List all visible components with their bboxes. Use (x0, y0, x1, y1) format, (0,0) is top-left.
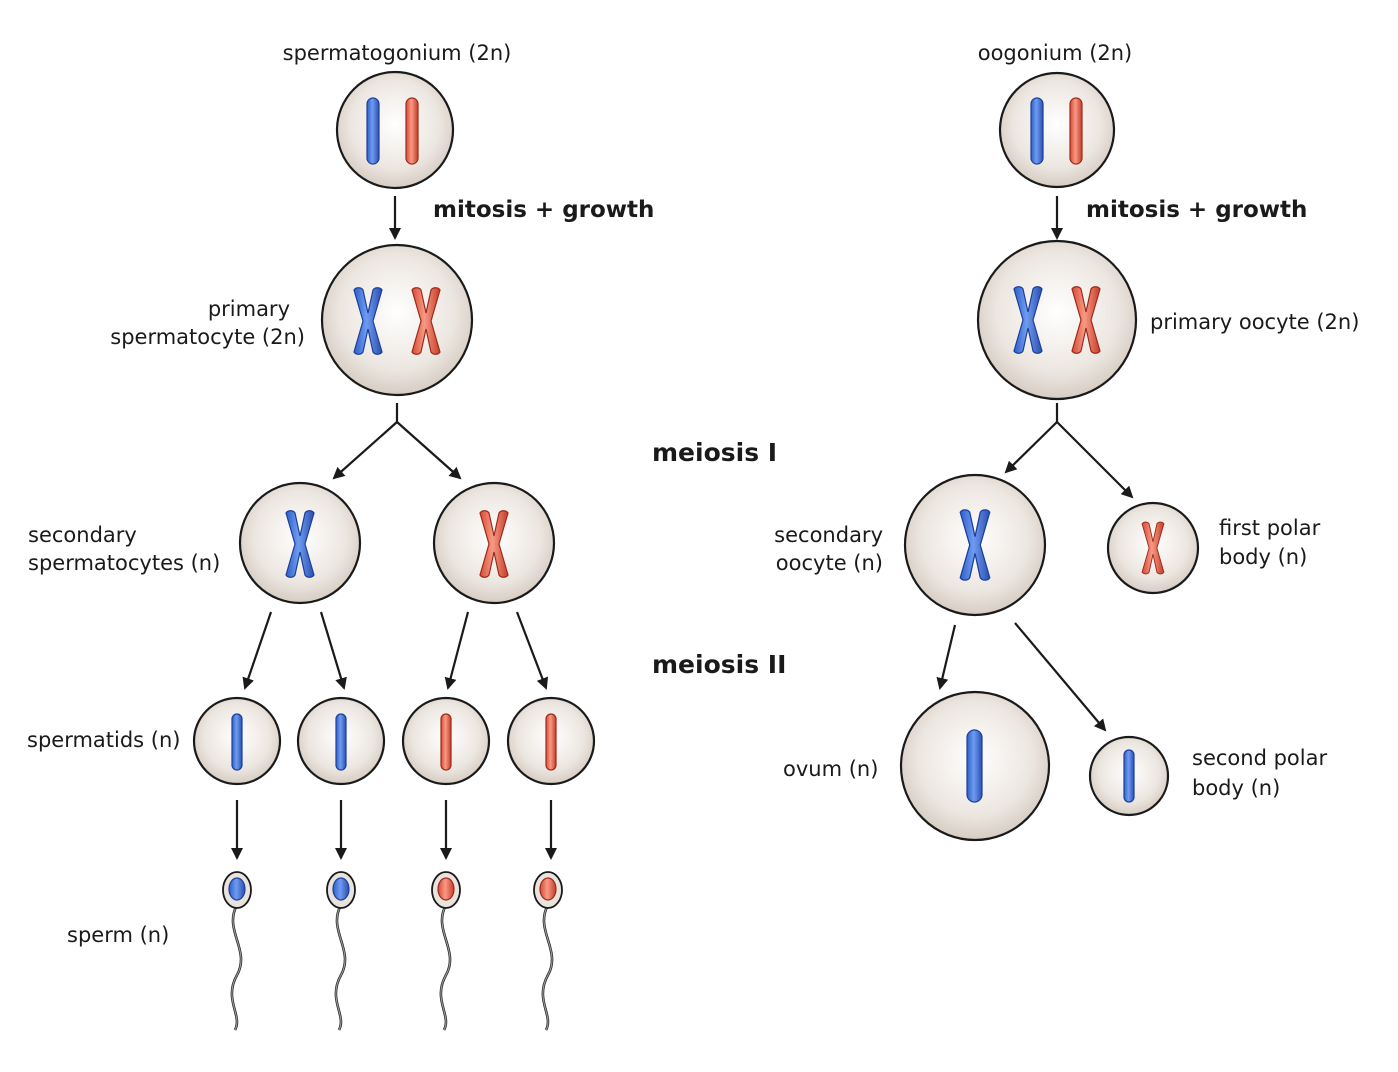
secondary-oocyte-label-1: secondary (774, 523, 883, 547)
spermatids-label: spermatids (n) (27, 728, 181, 752)
meiosis-1-label: meiosis I (652, 438, 777, 467)
chromosome-blue (1030, 97, 1044, 165)
spermatid-cell-1 (192, 696, 282, 786)
arrow-to-first-polar-body (1056, 421, 1134, 499)
primary-oocyte-label: primary oocyte (2n) (1150, 310, 1359, 334)
primary-oocyte-cell (976, 239, 1138, 401)
spermatid-cell-3 (401, 696, 491, 786)
second-polar-body-label-1: second polar (1192, 746, 1327, 770)
sperm-nucleus-blue (332, 877, 350, 901)
spermatid-cell-4 (506, 696, 596, 786)
arrow-to-spermatid-3 (444, 611, 470, 690)
chromosome-blue (231, 713, 243, 771)
chromosome-blue (966, 729, 983, 803)
second-polar-body-label-2: body (n) (1192, 776, 1280, 800)
chromosome-blue (1123, 749, 1135, 803)
secondary-oocyte-label-2: oocyte (n) (776, 551, 883, 575)
arrow-to-secondary-2 (396, 421, 462, 480)
arrow-to-spermatid-2 (319, 611, 347, 690)
ovum-label: ovum (n) (783, 757, 878, 781)
secondary-spermatocyte-cell-blue (238, 481, 362, 605)
arrow-to-spermatid-4 (515, 611, 549, 690)
oogenesis-pathway: oogonium (2n) mitosis + growth primary o… (774, 41, 1359, 842)
spermatid-cell-2 (296, 696, 386, 786)
first-polar-body-label-2: body (n) (1219, 545, 1307, 569)
arrow-to-secondary-oocyte (1004, 421, 1058, 474)
sperm-label: sperm (n) (67, 923, 169, 947)
sperm-nucleus-blue (228, 877, 246, 901)
oogonium-cell (998, 71, 1116, 189)
first-polar-body-label-1: first polar (1219, 516, 1321, 540)
meiosis-2-label: meiosis II (652, 650, 786, 679)
sperm-2 (326, 871, 356, 1031)
mitosis-growth-label-left: mitosis + growth (433, 197, 654, 223)
spermatogonium-cell (335, 70, 455, 190)
sperm-4 (533, 871, 563, 1031)
primary-spermatocyte-label-1: primary (208, 297, 290, 321)
oogonium-label: oogonium (2n) (978, 41, 1133, 65)
arrow-to-secondary-1 (332, 421, 398, 480)
sperm-nucleus-red (539, 877, 557, 901)
sperm-3 (431, 871, 461, 1031)
secondary-oocyte-cell (903, 473, 1047, 617)
chromosome-blue (335, 713, 347, 771)
ovum-cell (899, 690, 1051, 842)
secondary-spermatocytes-label-1: secondary (28, 523, 137, 547)
primary-spermatocyte-cell (320, 243, 474, 397)
chromosome-red (1069, 97, 1083, 165)
primary-spermatocyte-label-2: spermatocyte (2n) (110, 325, 305, 349)
spermatogonium-label: spermatogonium (2n) (283, 41, 512, 65)
arrow-to-spermatid-1 (242, 611, 273, 690)
secondary-spermatocytes-label-2: spermatocytes (n) (28, 551, 220, 575)
chromosome-red (405, 97, 419, 165)
sperm-1 (222, 871, 252, 1031)
sperm-nucleus-red (437, 877, 455, 901)
first-polar-body-cell (1106, 501, 1200, 595)
arrow-to-second-polar-body (1014, 622, 1107, 732)
arrow-to-ovum (936, 624, 957, 690)
secondary-spermatocyte-cell-red (432, 481, 556, 605)
chromosome-red (440, 713, 452, 771)
chromosome-blue (366, 97, 380, 165)
spermatogenesis-pathway: spermatogonium (2n) mitosis + growth pri… (27, 41, 654, 1031)
mitosis-growth-label-right: mitosis + growth (1086, 197, 1307, 223)
chromosome-red (545, 713, 557, 771)
second-polar-body-cell (1088, 735, 1170, 817)
